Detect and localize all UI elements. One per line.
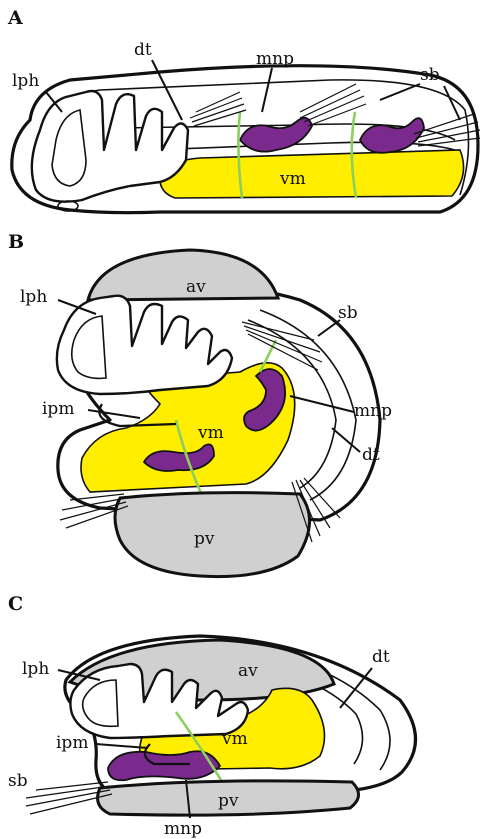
panel-b-letter: B [8,231,24,253]
panel-b-label-av: av [186,277,206,297]
panel-a-label-mnp: mnp [256,49,294,69]
panel-b-label-ipm: ipm [42,399,74,419]
panel-c-label-mnp: mnp [164,819,202,839]
panel-a-letter: A [7,7,23,29]
panel-b-label-pv: pv [194,529,215,549]
panel-b-label-dt: dt [362,445,380,465]
panel-b: B [8,231,392,577]
panel-c-label-vm: vm [221,729,248,749]
panel-c-label-dt: dt [372,647,390,667]
panel-b-label-vm: vm [197,423,224,443]
panel-b-label-mnp: mnp [354,401,392,421]
panel-c-mnp [108,751,220,780]
panel-a-label-lph: lph [12,71,39,91]
panel-a-label-sb: sb [420,65,440,85]
panel-b-anterior-valve [88,250,278,300]
panel-c-label-ipm: ipm [56,733,88,753]
panel-c: C lph av dt ipm vm [8,593,416,839]
panel-c-label-lph: lph [22,659,49,679]
panel-a-visceral-mass [160,150,464,198]
panel-c-label-sb: sb [8,771,28,791]
panel-b-label-sb: sb [338,303,358,323]
panel-a-label-dt: dt [134,40,152,60]
panel-a: A [7,7,480,213]
panel-c-label-av: av [238,661,258,681]
panel-c-letter: C [8,593,23,615]
panel-c-label-pv: pv [218,791,239,811]
panel-b-label-lph: lph [20,287,47,307]
panel-a-label-vm: vm [279,169,306,189]
